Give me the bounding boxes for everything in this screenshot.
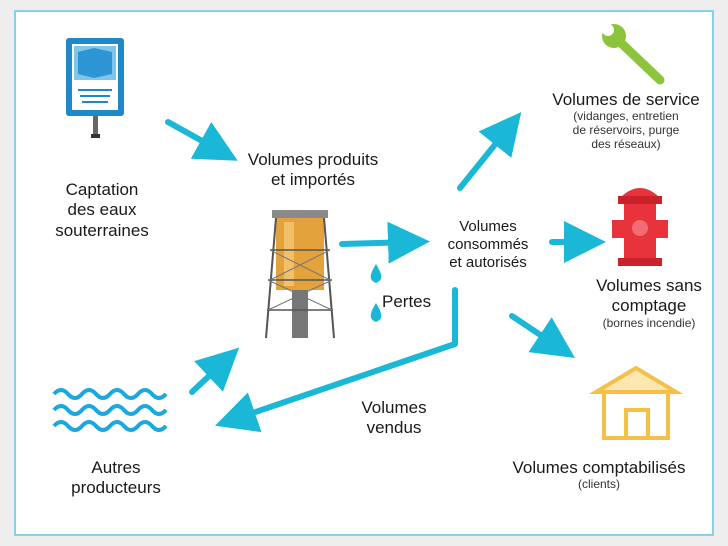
- arrow-tower-to-consommes: [339, 221, 430, 264]
- house-icon: [588, 365, 684, 440]
- consommes-label: Volumes consommés et autorisés: [447, 218, 529, 271]
- arrow-autres-to-tower: [189, 347, 240, 395]
- flow-arrows: [165, 111, 606, 433]
- comptabilises-label: Volumes comptabilisés (clients): [512, 458, 686, 492]
- arrow-vendus: [214, 287, 458, 433]
- sign-icon: [66, 38, 124, 138]
- drop-icon: [370, 264, 382, 322]
- diagram-frame: [14, 10, 714, 536]
- arrow-to-service: [457, 111, 522, 191]
- vendus-label: Volumes vendus: [361, 398, 427, 438]
- sans-comptage-label: Volumes sans comptage (bornes incendie): [596, 276, 702, 330]
- autres-producteurs-label: Autres producteurs: [71, 458, 161, 498]
- service-label: Volumes de service (vidanges, entretien …: [552, 90, 700, 151]
- wrench-icon: [602, 24, 665, 85]
- captation-label: Captation des eaux souterraines: [55, 180, 149, 240]
- waves-icon: [52, 388, 168, 432]
- hydrant-icon: [612, 188, 668, 266]
- water-tower-icon: [265, 210, 335, 339]
- arrow-captation-to-produits: [165, 119, 238, 161]
- produits-label: Volumes produits et importés: [247, 150, 379, 190]
- pertes-label: Pertes: [382, 292, 432, 311]
- arrow-to-comptabilises: [509, 313, 575, 358]
